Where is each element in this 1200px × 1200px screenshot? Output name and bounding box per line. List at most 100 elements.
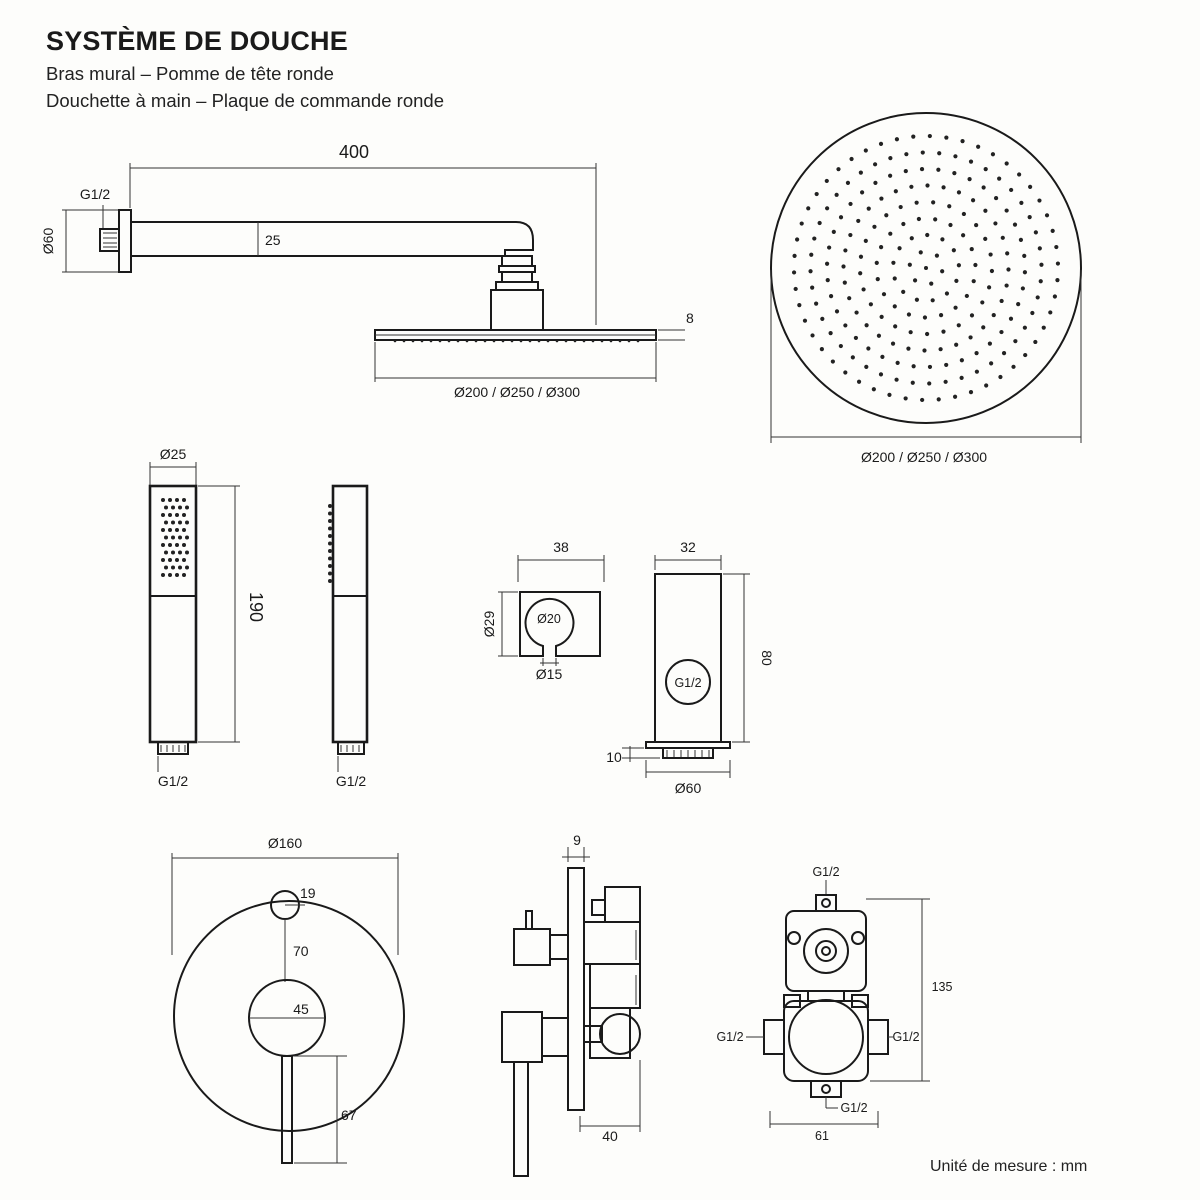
rain-nozzle: [925, 232, 930, 238]
side-nozzle: [328, 511, 332, 516]
hand-nozzle: [175, 528, 179, 532]
rain-nozzle: [1009, 187, 1014, 193]
rain-nozzle: [927, 133, 932, 139]
rain-nozzle: [1011, 364, 1016, 369]
rain-nozzle: [828, 331, 833, 336]
rain-nozzle: [990, 152, 996, 157]
rain-nozzle: [854, 310, 859, 315]
hand-nozzle: [178, 520, 182, 525]
head-nozzle: [564, 339, 568, 343]
hand-nozzle: [175, 558, 179, 562]
head-nozzle: [465, 339, 469, 343]
rain-nozzle: [1030, 310, 1035, 316]
rain-nozzle: [927, 364, 933, 370]
side-nozzle: [328, 541, 332, 546]
rain-nozzle: [871, 387, 876, 392]
rain-nozzle: [814, 301, 819, 306]
plate-diverter-label: 19: [300, 885, 316, 901]
rain-nozzle: [817, 220, 822, 226]
head-nozzle: [429, 339, 433, 343]
rain-nozzle: [853, 335, 859, 341]
valve-top-thread-label: G1/2: [812, 865, 839, 879]
hand-nozzle: [175, 513, 179, 517]
rain-nozzle: [974, 222, 979, 228]
head-nozzle: [510, 339, 514, 343]
rain-nozzle: [1041, 325, 1046, 330]
hand-nozzle: [161, 543, 165, 547]
rain-nozzle: [983, 208, 988, 213]
rain-nozzle: [868, 302, 873, 307]
rain-nozzle: [1008, 316, 1014, 321]
rain-nozzle: [864, 323, 869, 328]
rain-nozzle: [838, 343, 843, 349]
hand-nozzle: [185, 505, 189, 510]
rain-nozzle: [847, 296, 852, 301]
rain-nozzle: [983, 167, 988, 172]
rain-nozzle: [890, 341, 896, 346]
rain-nozzle: [987, 341, 992, 346]
rain-nozzle: [878, 372, 884, 377]
plate-handle-base-label: 45: [293, 1001, 309, 1017]
rain-nozzle: [1037, 246, 1042, 251]
rain-nozzle: [1048, 310, 1053, 315]
rain-nozzle: [937, 151, 942, 156]
rain-nozzle: [819, 347, 824, 352]
hand-shower-front-thread-label: G1/2: [158, 773, 189, 789]
rain-nozzle: [954, 342, 959, 347]
holder-width-label: 38: [553, 539, 569, 555]
rain-nozzle: [956, 263, 961, 268]
hand-nozzle: [168, 513, 172, 517]
rain-nozzle: [845, 180, 851, 185]
hand-nozzle: [178, 550, 182, 555]
hand-nozzle: [168, 558, 172, 562]
rain-nozzle: [933, 217, 938, 222]
rain-nozzle: [903, 168, 908, 174]
rain-nozzle: [858, 170, 863, 175]
hand-nozzle: [178, 535, 182, 540]
hand-nozzle: [178, 565, 182, 570]
head-nozzle: [555, 339, 559, 343]
rain-nozzle: [843, 323, 848, 328]
rain-nozzle: [991, 312, 996, 318]
rain-nozzle: [875, 277, 880, 282]
rain-nozzle: [858, 271, 863, 276]
rain-nozzle: [938, 313, 944, 318]
hand-nozzle: [171, 565, 175, 570]
rain-nozzle: [909, 236, 914, 241]
hand-nozzle: [161, 573, 165, 577]
plate-lever-length-label: 67: [341, 1107, 357, 1123]
rain-nozzle: [1033, 339, 1038, 345]
rain-nozzle: [799, 221, 804, 226]
rain-nozzle: [959, 375, 964, 380]
head-nozzle: [636, 339, 640, 343]
rain-nozzle: [997, 176, 1002, 181]
hand-nozzle: [164, 535, 168, 540]
rain-nozzle: [810, 333, 815, 338]
rain-nozzle: [1005, 251, 1010, 256]
rain-nozzle: [974, 369, 980, 374]
rain-nozzle: [836, 167, 841, 172]
rain-nozzle: [998, 374, 1003, 380]
rain-nozzle: [901, 289, 906, 294]
rain-nozzle: [864, 364, 869, 369]
head-nozzle: [609, 339, 613, 343]
rain-nozzle: [827, 245, 832, 250]
control-plate-front: Ø160 19 70 45 67: [171, 835, 405, 1164]
subtitle-line-1: Bras mural – Pomme de tête ronde: [46, 63, 334, 84]
hand-nozzle: [175, 498, 179, 502]
hand-shower-length-label: 190: [246, 592, 266, 622]
rain-nozzle: [1004, 208, 1009, 213]
rain-nozzle: [876, 333, 882, 338]
rain-nozzle: [961, 211, 966, 217]
rain-nozzle: [1016, 302, 1021, 307]
rain-nozzle: [1012, 222, 1018, 227]
rain-nozzle: [892, 304, 897, 309]
holder-slot-label: Ø15: [536, 666, 563, 682]
rain-nozzle: [1054, 244, 1059, 250]
rain-nozzle: [973, 262, 978, 268]
rain-nozzle: [1006, 267, 1011, 272]
rain-nozzle: [980, 300, 985, 305]
rain-nozzle: [903, 396, 908, 401]
rain-nozzle: [873, 180, 878, 185]
rain-nozzle: [1055, 261, 1061, 266]
